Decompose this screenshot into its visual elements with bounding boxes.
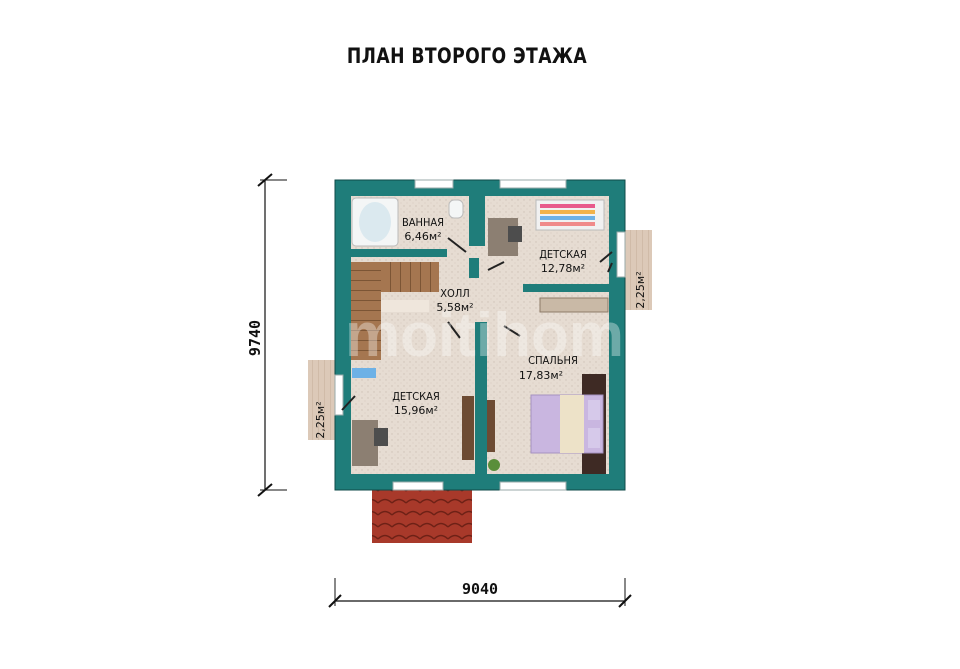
toilet bbox=[448, 199, 464, 219]
room-name: СПАЛЬНЯ bbox=[528, 354, 578, 367]
height-dimension-label: 9740 bbox=[246, 320, 264, 356]
width-dimension-label: 9040 bbox=[462, 580, 498, 598]
porch-roof bbox=[372, 488, 472, 543]
balcony-right-label: 2,25м² bbox=[634, 271, 647, 308]
interior-walls bbox=[351, 190, 624, 482]
room-name: ДЕТСКАЯ bbox=[392, 390, 440, 403]
room-area: 17,83м² bbox=[519, 369, 563, 382]
bed-kids-right bbox=[535, 199, 605, 231]
room-label-hall: ХОЛЛ 5,58м² bbox=[436, 287, 473, 314]
double-bed bbox=[530, 374, 606, 474]
room-name: ХОЛЛ bbox=[440, 287, 469, 300]
room-area: 6,46м² bbox=[404, 230, 441, 243]
room-area: 15,96м² bbox=[394, 404, 438, 417]
bathtub bbox=[351, 197, 399, 247]
desk-kids-right bbox=[488, 218, 522, 256]
room-area: 5,58м² bbox=[436, 301, 473, 314]
wardrobe-left bbox=[462, 396, 474, 460]
room-label-kids-left: ДЕТСКАЯ 15,96м² bbox=[392, 390, 440, 417]
bedroom-wardrobe bbox=[487, 400, 495, 452]
staircase bbox=[351, 262, 439, 360]
door-swings bbox=[341, 237, 613, 411]
room-area: 12,78м² bbox=[541, 262, 585, 275]
desk-kids-left bbox=[352, 420, 388, 466]
room-label-bathroom: ВАННАЯ 6,46м² bbox=[402, 216, 444, 243]
wardrobe-right bbox=[539, 297, 609, 313]
room-label-bedroom: СПАЛЬНЯ 17,83м² bbox=[519, 354, 578, 382]
page-title: ПЛАН ВТОРОГО ЭТАЖА bbox=[346, 44, 588, 68]
width-dimension: 9040 bbox=[328, 578, 632, 608]
bed-kids-left bbox=[352, 368, 376, 378]
room-name: ВАННАЯ bbox=[402, 216, 444, 229]
plant bbox=[488, 459, 500, 471]
balcony-left-label: 2,25м² bbox=[314, 401, 327, 438]
height-dimension: 9740 bbox=[246, 173, 287, 497]
windows bbox=[334, 179, 626, 491]
room-name: ДЕТСКАЯ bbox=[539, 248, 587, 261]
watermark: moitihome bbox=[345, 301, 658, 370]
room-label-kids-right: ДЕТСКАЯ 12,78м² bbox=[539, 248, 587, 275]
